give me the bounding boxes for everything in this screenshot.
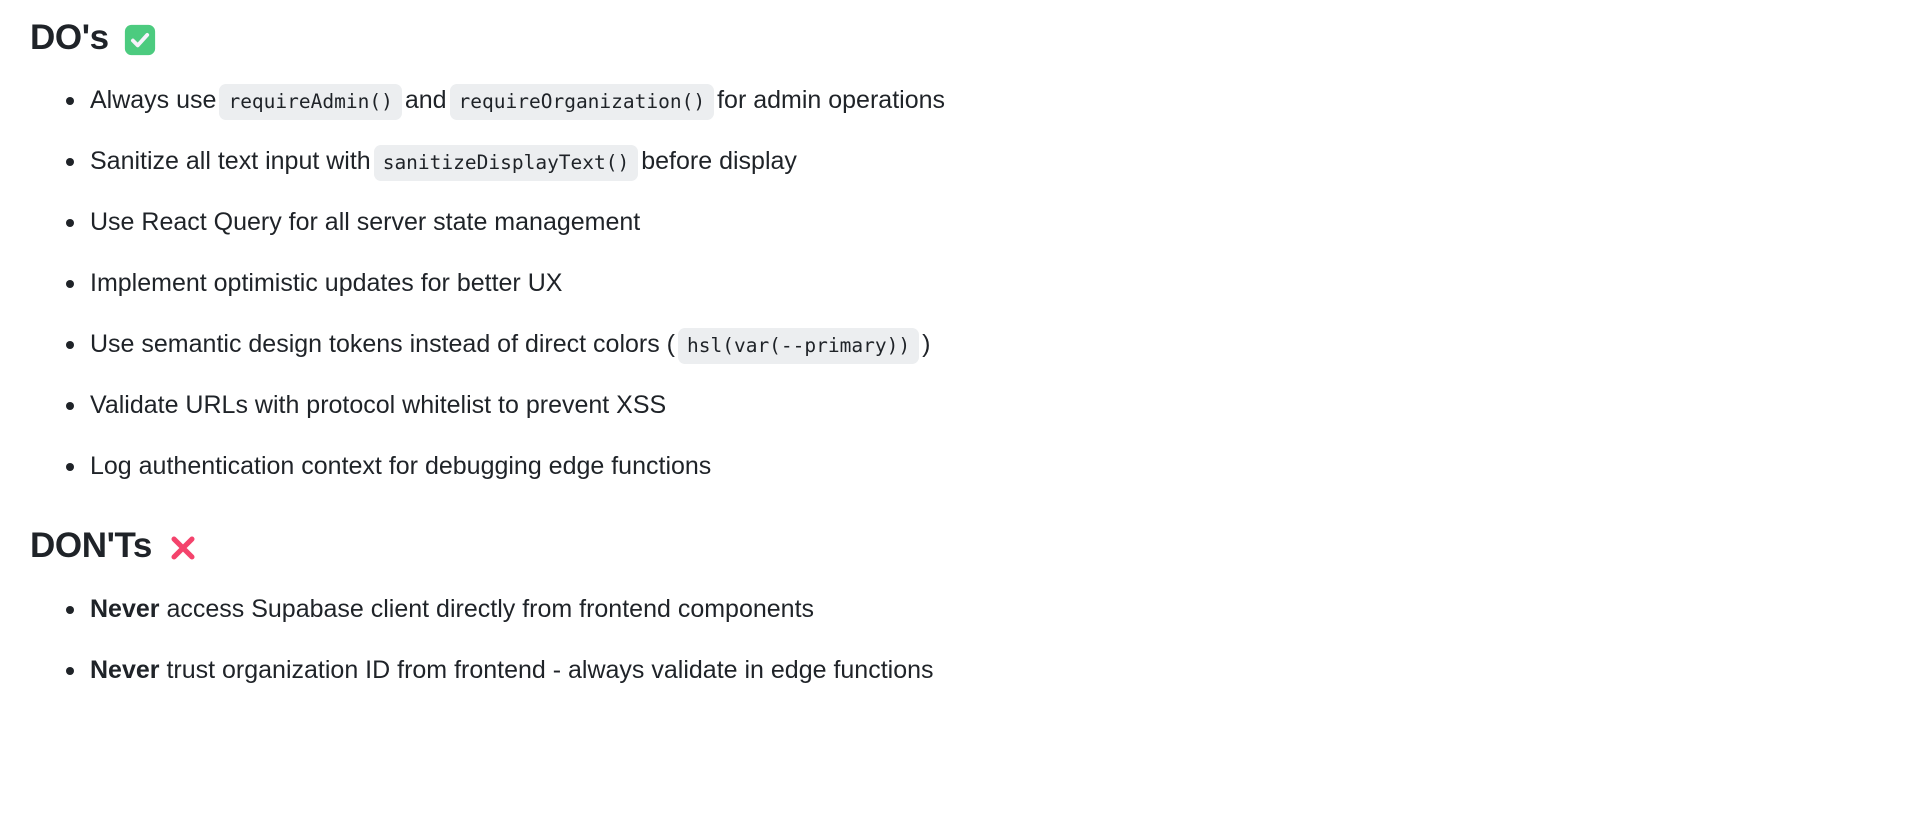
list-item-text: access Supabase client directly from fro… <box>166 594 815 623</box>
list-item: Validate URLs with protocol whitelist to… <box>30 389 1879 421</box>
list-item-text: before display <box>641 147 797 176</box>
list-item: Implement optimistic updates for better … <box>30 267 1879 299</box>
list-item-text: ) <box>922 330 931 359</box>
section-heading-label: DON'Ts <box>30 526 152 566</box>
list-item: Use semantic design tokens instead of di… <box>30 328 1879 365</box>
list-item-text: Validate URLs with protocol whitelist to… <box>90 391 667 420</box>
list-item: Log authentication context for debugging… <box>30 450 1879 482</box>
list-item: Never access Supabase client directly fr… <box>30 593 1879 625</box>
list-item-text: Always use <box>90 86 217 115</box>
cross-mark-emoji <box>166 531 200 565</box>
list-item-text: for admin operations <box>717 86 945 115</box>
list-item-text: Implement optimistic updates for better … <box>90 269 563 298</box>
inline-code: hsl(var(--primary)) <box>678 328 920 365</box>
section-heading-label: DO's <box>30 18 109 57</box>
emphasis-never: Never <box>90 655 160 684</box>
inline-code: sanitizeDisplayText() <box>373 145 639 182</box>
bullet-list-donts: Never access Supabase client directly fr… <box>30 593 1879 686</box>
list-item-text: trust organization ID from frontend - al… <box>166 655 934 684</box>
white-heavy-check-mark-emoji <box>123 23 157 57</box>
section-heading-donts: DON'Ts <box>30 526 1879 566</box>
list-item-text: Log authentication context for debugging… <box>90 452 712 481</box>
list-item: Never trust organization ID from fronten… <box>30 654 1879 686</box>
list-item-text: Sanitize all text input with <box>90 147 371 176</box>
list-item: Use React Query for all server state man… <box>30 206 1879 238</box>
emphasis-never: Never <box>90 594 160 623</box>
section-heading-dos: DO's <box>30 18 1879 58</box>
inline-code: requireOrganization() <box>449 84 715 121</box>
list-item-text: Use semantic design tokens instead of di… <box>90 330 675 359</box>
inline-code: requireAdmin() <box>219 84 402 121</box>
list-item-text: Use React Query for all server state man… <box>90 208 641 237</box>
list-item-text: and <box>404 86 447 115</box>
